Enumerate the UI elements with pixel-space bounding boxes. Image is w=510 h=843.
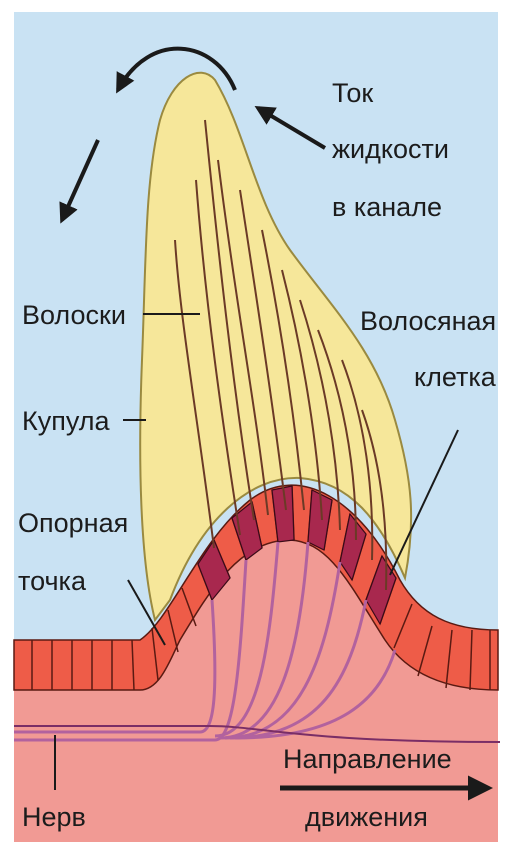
label-support-line2: точка <box>18 566 87 596</box>
label-support-line1: Опорная <box>18 508 128 538</box>
label-direction-line1: Направление <box>283 744 452 774</box>
label-flow-line2: жидкости <box>332 134 449 164</box>
label-hairs: Волоски <box>22 300 126 330</box>
label-hair-cell-line2: клетка <box>414 362 497 392</box>
label-hair-cell-line1: Волосяная <box>360 306 496 336</box>
label-nerve: Нерв <box>22 802 86 832</box>
label-flow-line1: Ток <box>332 78 373 108</box>
label-cupula: Купула <box>22 406 111 436</box>
label-direction-line2: движения <box>305 802 428 832</box>
label-flow-line3: в канале <box>332 192 442 222</box>
